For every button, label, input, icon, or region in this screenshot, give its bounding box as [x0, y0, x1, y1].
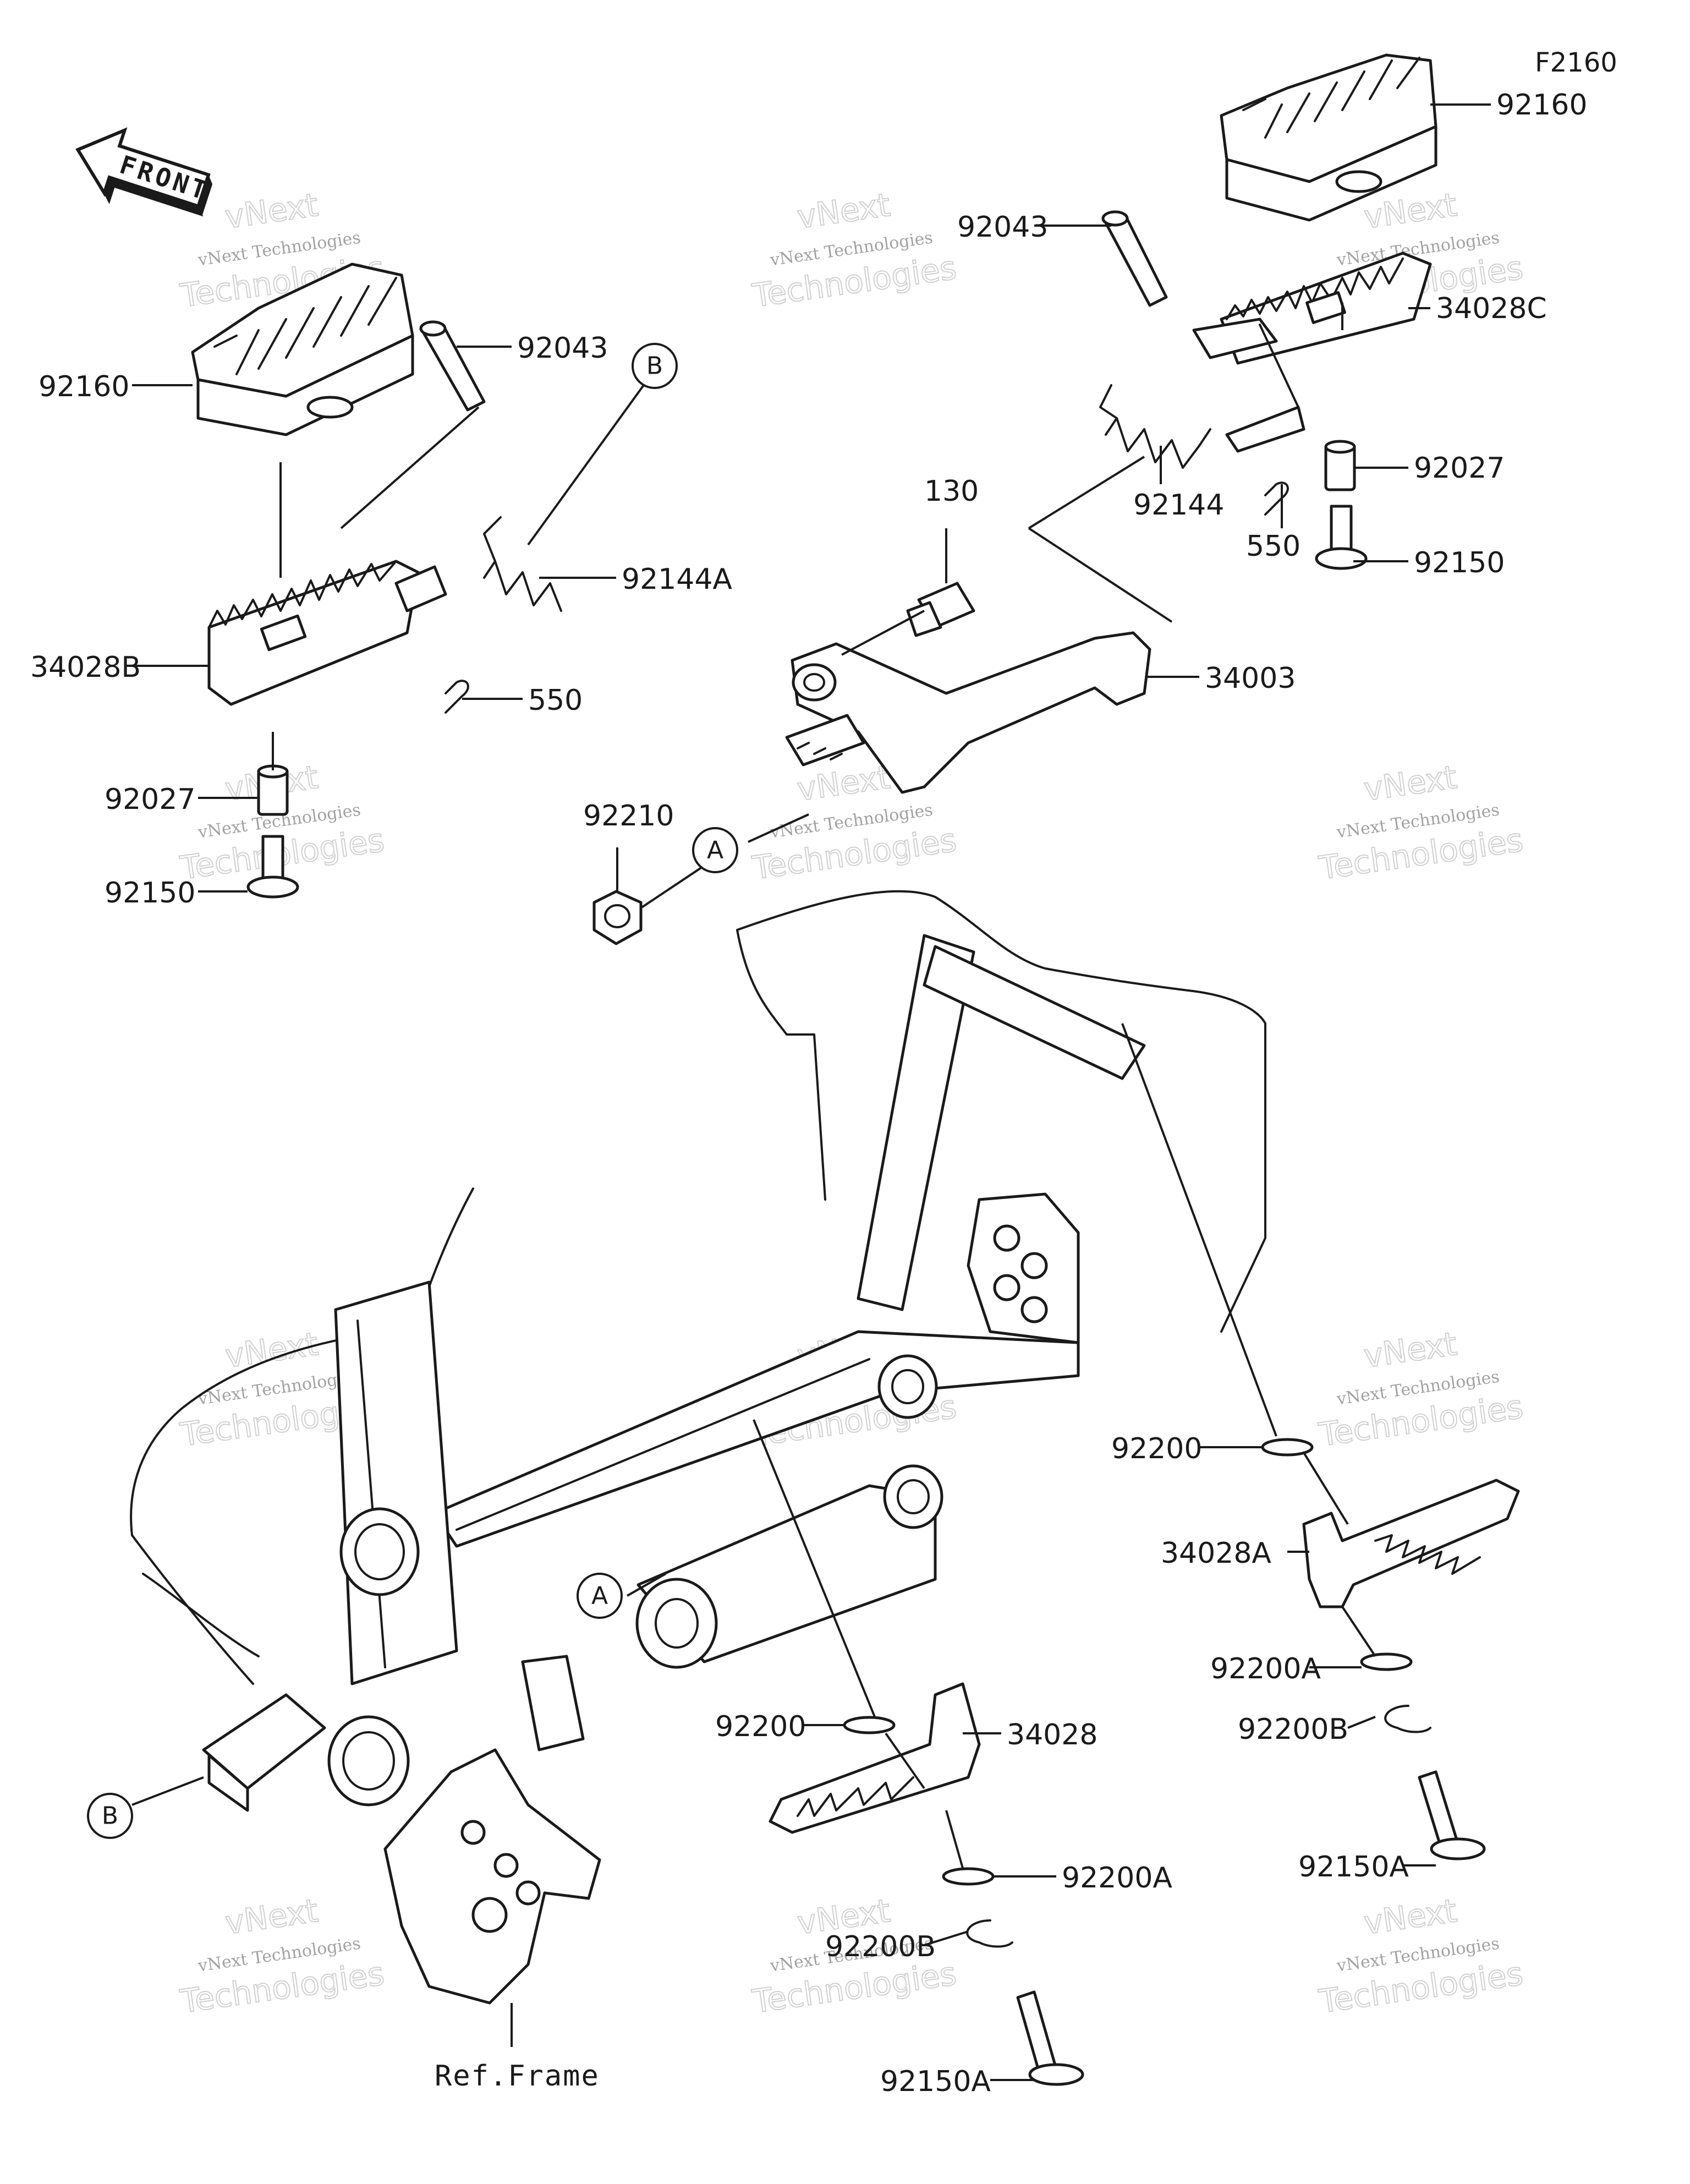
watermark-text: vNext: [1362, 1892, 1459, 1942]
part-label-550-right: 550: [1246, 530, 1301, 563]
frame-boss: [339, 1507, 420, 1596]
frame-hole: [460, 1820, 486, 1845]
part-label-92200b-center: 92200B: [825, 1930, 936, 1963]
washer-92200-center: [843, 1716, 896, 1734]
part-labels: 92160 92043 34028C 92027 92144 550 92150…: [30, 89, 1587, 2098]
watermark-text: vNext: [1362, 758, 1459, 808]
cotter-pin-550-right: [1264, 481, 1289, 516]
part-label-34003: 34003: [1205, 662, 1296, 695]
spring-92144: [1099, 384, 1211, 469]
left-footpeg-group: [191, 262, 562, 899]
washer-92200a-center: [942, 1867, 995, 1886]
frame-hole: [1020, 1252, 1048, 1279]
figure-id: F2160: [1535, 47, 1617, 78]
part-label-34028c: 34028C: [1436, 292, 1547, 325]
frame-hole: [993, 1274, 1020, 1301]
part-label-92144a: 92144A: [622, 563, 732, 596]
part-label-92200-center: 92200: [715, 1710, 806, 1743]
nut-92210: [592, 890, 643, 945]
part-label-92150a-center: 92150A: [880, 2065, 991, 2098]
pin-92043-left: [419, 320, 486, 412]
pin-92043-right: [1101, 210, 1168, 307]
part-label-92027-right: 92027: [1414, 452, 1505, 485]
right-passenger-peg-group: [1261, 1438, 1520, 1860]
part-label-92027-left: 92027: [105, 783, 195, 816]
callout-b-top: B: [632, 343, 678, 389]
clip-92200b-right: [1384, 1705, 1431, 1733]
watermark-text: vNext: [223, 1892, 320, 1942]
part-label-34028b: 34028B: [30, 651, 141, 684]
footpeg-34028a: [1302, 1479, 1520, 1608]
collar-92027-left: [257, 764, 289, 816]
leader-lines: [131, 103, 1491, 2081]
part-label-92160-left: 92160: [39, 370, 129, 403]
rubber-pad-92160-right: [1220, 53, 1437, 222]
footpeg-34028: [769, 1682, 981, 1834]
part-label-550-left: 550: [528, 684, 583, 717]
watermark-text: vNext: [223, 186, 320, 236]
clip-92200b-center: [966, 1919, 1013, 1948]
watermark-text: vNext: [795, 186, 892, 236]
part-label-92043-right: 92043: [957, 211, 1048, 244]
collar-92027-right: [1324, 440, 1356, 491]
frame-hole: [515, 1880, 541, 1906]
part-label-92200b-right: 92200B: [1238, 1713, 1348, 1746]
frame-boss: [877, 1354, 938, 1419]
front-direction-arrow-icon: FRONT: [75, 127, 213, 217]
callout-letter: A: [591, 1582, 608, 1610]
part-label-92150-left: 92150: [105, 877, 195, 910]
washer-92200a-right: [1360, 1652, 1413, 1671]
part-label-92160-right: 92160: [1496, 89, 1587, 122]
bolt-92150-right: [1315, 505, 1368, 570]
frame-hole: [493, 1853, 519, 1878]
part-label-92200a-center: 92200A: [1062, 1862, 1172, 1895]
pin-92150a-center: [1016, 1990, 1084, 2086]
part-label-92200a-right: 92200A: [1210, 1652, 1321, 1685]
part-label-92150-right: 92150: [1414, 546, 1505, 579]
part-label-34028: 34028: [1007, 1718, 1098, 1751]
watermark-text: vNext: [1362, 186, 1459, 236]
part-label-92144: 92144: [1133, 489, 1224, 522]
part-label-92210: 92210: [583, 800, 674, 833]
cotter-pin-550-left: [445, 680, 469, 714]
frame-assembly: [130, 890, 1266, 2005]
footpeg-pivot-boss: [635, 1578, 718, 1669]
callout-a-frame: A: [577, 1573, 623, 1619]
watermark-text: vNext: [795, 758, 892, 808]
callout-letter: B: [646, 352, 663, 380]
part-label-92150a-right: 92150A: [1298, 1851, 1409, 1884]
footpeg-34028c: [1192, 251, 1432, 453]
spring-92144a: [483, 516, 562, 612]
frame-plate: [383, 1748, 601, 2005]
frame-boss: [883, 1464, 943, 1529]
center-passenger-peg-group: [769, 1682, 1084, 2086]
watermark-text: vNext: [1362, 1325, 1459, 1375]
frame-boss: [327, 1715, 410, 1807]
brake-pedal-group: [592, 582, 1151, 945]
footpeg-34028b: [207, 560, 447, 706]
pin-92150a-right: [1418, 1770, 1486, 1860]
pedal-34003: [785, 631, 1151, 794]
rubber-pad-92160-left: [191, 262, 414, 436]
bolt-92150-left: [246, 835, 299, 899]
ref-frame-label: Ref.Frame: [435, 2060, 600, 2093]
frame-hole: [1020, 1296, 1048, 1323]
callout-letter: A: [707, 836, 723, 864]
bolt-130: [906, 582, 975, 637]
part-label-34028a: 34028A: [1161, 1537, 1271, 1570]
frame-hole: [471, 1897, 508, 1933]
part-label-92200-right: 92200: [1111, 1432, 1202, 1465]
frame-hole: [993, 1224, 1020, 1252]
callout-b-frame: B: [87, 1793, 133, 1839]
callout-a-top: A: [692, 827, 738, 873]
part-label-130: 130: [924, 475, 979, 508]
watermark-text: vNext: [223, 1325, 320, 1375]
callout-letter: B: [102, 1802, 118, 1830]
right-footpeg-group: [1099, 53, 1437, 570]
part-label-92043-left: 92043: [517, 332, 608, 365]
